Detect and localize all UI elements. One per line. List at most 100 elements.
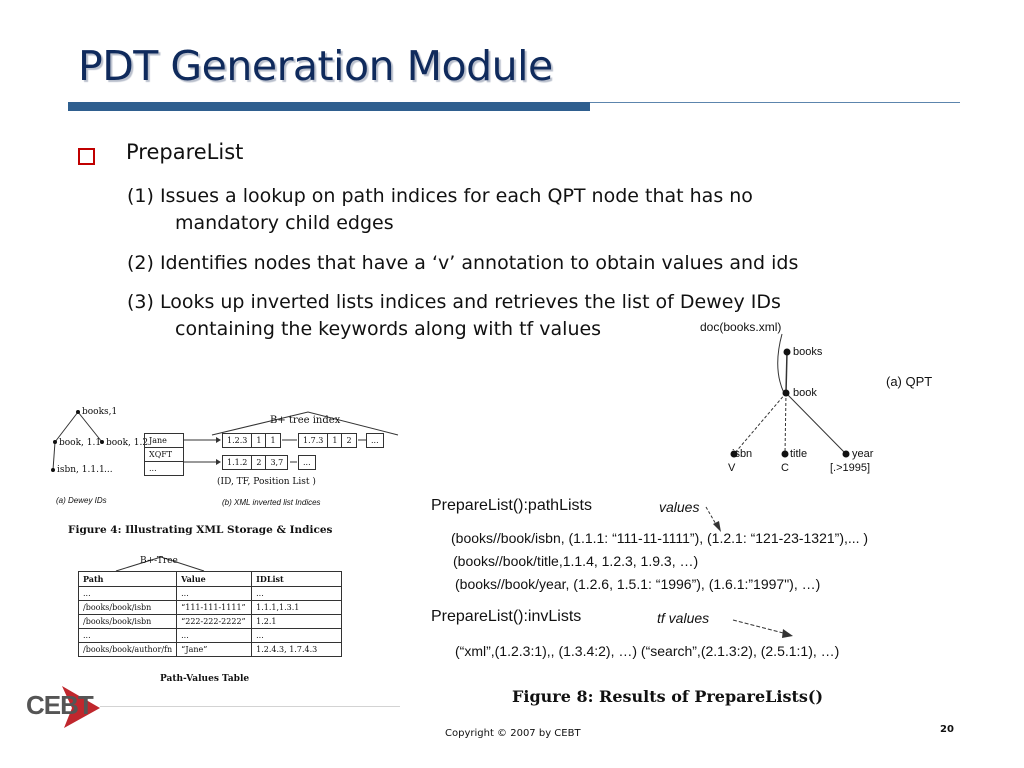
- title-rule: [68, 102, 590, 111]
- sub-item-1-line1: (1) Issues a lookup on path indices for …: [127, 185, 753, 207]
- list-cell: 1.7.3: [297, 433, 329, 448]
- list-cell: ...: [298, 455, 316, 470]
- pathlists-title: PrepareList():pathLists: [431, 497, 592, 514]
- sub-item-2: (2) Identifies nodes that have a ‘v’ ann…: [127, 250, 798, 277]
- qpt-doc: doc(books.xml): [700, 320, 782, 334]
- pv-cell: ...: [77, 628, 178, 643]
- pv-cell: 1.1.1,1.3.1: [251, 600, 342, 615]
- table-row: /books/book/author/fn“Jane”1.2.4.3, 1.7.…: [77, 642, 342, 657]
- invlists-title: PrepareList():invLists: [431, 608, 582, 625]
- qpt-title: title: [790, 448, 808, 460]
- table-row: /books/book/isbn“222-222-2222”1.2.1: [77, 614, 342, 629]
- qpt-tree-icon: [730, 333, 850, 458]
- btree-label: B+ tree index: [270, 415, 341, 426]
- pv-tree-label: B+-Tree: [140, 556, 178, 566]
- path-line-1: (books//book/isbn, (1.1.1: “111-11-1111”…: [451, 530, 869, 546]
- path-line-3: (books//book/year, (1.2.6, 1.5.1: “1996”…: [455, 576, 821, 592]
- pv-cell: /books/book/isbn: [77, 600, 178, 615]
- table-row: .........: [77, 628, 342, 643]
- pv-cell: ...: [251, 628, 342, 643]
- sub-item-1-line2: mandatory child edges: [175, 212, 394, 234]
- key-cell: Jane: [144, 433, 184, 448]
- list-1c: ...: [366, 433, 384, 448]
- pv-header: Value: [176, 571, 253, 587]
- pv-cell: “222-222-2222”: [176, 614, 253, 629]
- pv-cell: /books/book/isbn: [77, 614, 178, 629]
- list-cell: 1: [265, 433, 281, 448]
- fig4-legend: (ID, TF, Position List ): [217, 477, 316, 487]
- qpt-figure: doc(books.xml) books book (a) QPT isbn V…: [690, 316, 990, 481]
- qpt-year-ann: [.>1995]: [830, 462, 871, 474]
- dewey-book2: book, 1.2: [106, 438, 149, 448]
- title-rule-thin: [590, 102, 960, 103]
- values-label: values: [659, 499, 700, 515]
- qpt-year: year: [852, 448, 874, 460]
- logo-text: CEBT: [26, 690, 94, 720]
- qpt-isbn: isbn: [732, 448, 753, 460]
- qpt-books: books: [793, 346, 823, 358]
- page-number: 20: [940, 724, 954, 735]
- bullet-square-icon: [78, 148, 95, 165]
- list-2b: ...: [298, 455, 316, 470]
- bullet-text: PrepareList: [126, 140, 244, 164]
- pv-cell: ...: [176, 628, 253, 643]
- list-cell: 3,7: [265, 455, 289, 470]
- pv-cell: ...: [176, 586, 253, 601]
- pv-cell: 1.2.1: [251, 614, 342, 629]
- key-cell: ...: [144, 461, 184, 476]
- figure-4: books,1 book, 1.1 book, 1.2 isbn, 1.1.1 …: [40, 400, 400, 540]
- dewey-isbn: isbn, 1.1.1: [57, 465, 105, 475]
- sub-item-1: (1) Issues a lookup on path indices for …: [127, 183, 753, 237]
- list-cell: 1.1.2: [221, 455, 253, 470]
- fig8-caption: Figure 8: Results of PrepareLists(): [512, 687, 824, 706]
- list-cell: ...: [366, 433, 384, 448]
- path-values-table: Path Value IDList ......... /books/book/…: [77, 571, 342, 657]
- sub-item-2-line1: (2) Identifies nodes that have a ‘v’ ann…: [127, 252, 799, 274]
- sub-item-3-line1: (3) Looks up inverted lists indices and …: [127, 291, 781, 313]
- dewey-dots: ...: [104, 465, 113, 475]
- qpt-label: (a) QPT: [886, 374, 933, 389]
- pv-cell: ...: [77, 586, 178, 601]
- pv-caption: Path-Values Table: [160, 674, 250, 684]
- sub-item-3: (3) Looks up inverted lists indices and …: [127, 289, 781, 343]
- pv-cell: “111-111-1111”: [176, 600, 253, 615]
- inv-line-1: (“xml”,(1.2.3:1),, (1.3.4:2), …) (“searc…: [455, 643, 840, 659]
- path-values-figure: B+-Tree Path Value IDList ......... /boo…: [76, 555, 346, 690]
- figure-8: PrepareList():pathLists values (books//b…: [425, 490, 965, 715]
- tf-values-label: tf values: [657, 610, 710, 626]
- list-cell: 1: [327, 433, 343, 448]
- list-cell: 1.2.3: [221, 433, 253, 448]
- pv-cell: 1.2.4.3, 1.7.4.3: [251, 642, 342, 657]
- fig4-caption-a: (a) Dewey IDs: [56, 496, 107, 505]
- btree-triangle-icon: [115, 556, 205, 572]
- pv-cell: “Jane”: [176, 642, 253, 657]
- table-row: /books/book/isbn“111-111-1111”1.1.1,1.3.…: [77, 600, 342, 615]
- fig4-caption-b: (b) XML inverted list Indices: [222, 498, 321, 507]
- pv-cell: ...: [251, 586, 342, 601]
- pv-header: IDList: [251, 571, 342, 587]
- qpt-book: book: [793, 387, 817, 399]
- list-cell: 2: [251, 455, 267, 470]
- keys-table: Jane XQFT ...: [144, 433, 184, 476]
- annotation-arrows-icon: [705, 506, 793, 638]
- copyright-text: Copyright © 2007 by CEBT: [445, 728, 581, 739]
- sub-item-3-line2: containing the keywords along with tf va…: [175, 318, 602, 340]
- dewey-book: book, 1.1: [59, 438, 102, 448]
- key-cell: XQFT: [144, 447, 184, 462]
- dewey-tree-icon: [51, 410, 399, 472]
- slide-title: PDT Generation Module: [78, 42, 553, 90]
- footer-rule: [100, 706, 400, 707]
- qpt-title-ann: C: [781, 462, 789, 474]
- list-cell: 1: [251, 433, 267, 448]
- logo-mark-icon: [62, 686, 100, 728]
- cebt-logo: CEBT: [24, 682, 104, 730]
- pv-cell: /books/book/author/fn: [77, 642, 178, 657]
- qpt-isbn-ann: V: [728, 462, 736, 474]
- pv-header: Path: [77, 571, 178, 587]
- path-line-2: (books//book/title,1.1.4, 1.2.3, 1.9.3, …: [453, 553, 699, 569]
- table-row: .........: [77, 586, 342, 601]
- list-cell: 2: [341, 433, 357, 448]
